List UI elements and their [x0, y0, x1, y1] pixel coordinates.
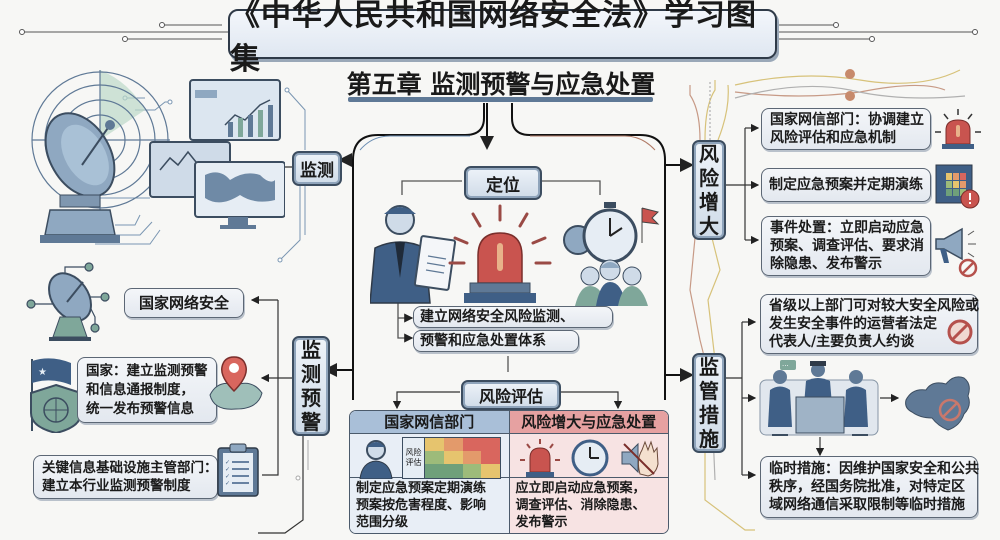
stopwatch-team-icon: [563, 202, 660, 306]
risk-matrix-icon: [935, 164, 980, 209]
chapter-title: 第五章 监测预警与应急处置: [346, 70, 656, 99]
chapter-underline: [348, 97, 653, 102]
china-map-icon: [905, 376, 970, 431]
svg-text:★: ★: [38, 367, 47, 378]
positioning-node[interactable]: 定位: [464, 166, 542, 200]
warning-item-cii-department: 关键信息基础设施主管部门：建立本行业监测预警制度: [33, 455, 218, 499]
risk-table-left-column: 国家网信部门 风险评估 制定应急预案定期演练 预案按危害程度、影响 范围分级: [350, 411, 510, 533]
meeting-illustration: ···: [759, 360, 879, 436]
monitor-dashboard-icon: [149, 79, 285, 229]
risk-matrix-icon: 风险评估: [402, 436, 501, 479]
risk-increase-node[interactable]: 风险增大: [692, 140, 726, 240]
supervision-node[interactable]: 监管措施: [692, 353, 726, 453]
title-decoration-left: [19, 22, 228, 42]
risk-increase-item-drill: 制定应急预案并定期演练: [761, 168, 931, 202]
svg-text:✓: ✓: [225, 466, 230, 473]
warning-item-national-security: 国家网络安全: [124, 288, 244, 318]
analyst-icon: [359, 439, 393, 479]
warning-item-national-system: 国家：建立监测预警和信息通报制度，统一发布预警信息: [77, 357, 217, 423]
title-decoration-right: [773, 22, 978, 42]
risk-table-left-text: 制定应急预案定期演练 预案按危害程度、影响 范围分级: [356, 481, 487, 530]
official-with-clipboard-icon: [370, 205, 457, 304]
positioning-goal-line-2: 预警和应急处置体系: [413, 330, 579, 352]
monitoring-illustration: [31, 70, 285, 243]
satellite-dish-icon: [26, 262, 110, 341]
risk-assessment-table: 国家网信部门 风险评估 制定应急预案定期演练 预案按危害程度、影响 范围分级 风…: [349, 410, 669, 534]
megaphone-icon: [935, 227, 978, 278]
risk-increase-item-incident: 事件处置：立即启动应急预案、调查评估、要求消除隐患、发布警示: [761, 216, 931, 276]
risk-table-right-text: 应立即启动应急预案， 调查评估、消除隐患、 发布警示: [515, 481, 646, 530]
flag-shield-icon: ★: [30, 358, 82, 433]
positioning-illustration: [370, 202, 660, 306]
positioning-goal-line-1: 建立网络安全风险监测、: [413, 306, 613, 328]
siren-icon: [519, 438, 560, 477]
monitor-node[interactable]: 监测: [292, 151, 342, 186]
warning-node[interactable]: 监测预警: [292, 336, 330, 436]
svg-text:✓: ✓: [225, 480, 230, 487]
risk-table-right-header: 风险增大与应急处置: [509, 411, 668, 434]
clock-icon: [571, 439, 608, 477]
svg-text:✓: ✓: [225, 473, 230, 480]
risk-assessment-node[interactable]: 风险评估: [461, 380, 561, 410]
prohibited-icon: [947, 319, 973, 345]
radar-dish-icon: [31, 70, 170, 243]
map-pin-icon: [209, 356, 263, 410]
supervision-item-temporary-measures: 临时措施：因维护国家安全和公共秩序，经国务院批准，对特定区域网络通信采取限制等临…: [760, 456, 979, 518]
checklist-icon: ✓✓✓✓: [217, 443, 259, 497]
risk-increase-item-coordination: 国家网信部门：协调建立风险评估和应急机制: [761, 108, 931, 150]
page-title: 《中华人民共和国网络安全法》学习图集: [228, 0, 777, 77]
siren-icon: [935, 109, 981, 149]
alarm-siren-icon: [448, 204, 552, 303]
mute-hand-icon: [621, 440, 659, 477]
risk-table-left-header: 国家网信部门: [350, 411, 509, 434]
risk-table-right-column: 风险增大与应急处置 应立即启动应急预案，: [509, 411, 668, 533]
svg-text:···: ···: [782, 362, 789, 370]
supervision-item-interview: 省级以上部门可对较大安全风险或发生安全事件的运营者法定代表人/主要负责人约谈: [760, 294, 979, 354]
svg-text:✓: ✓: [225, 459, 230, 466]
